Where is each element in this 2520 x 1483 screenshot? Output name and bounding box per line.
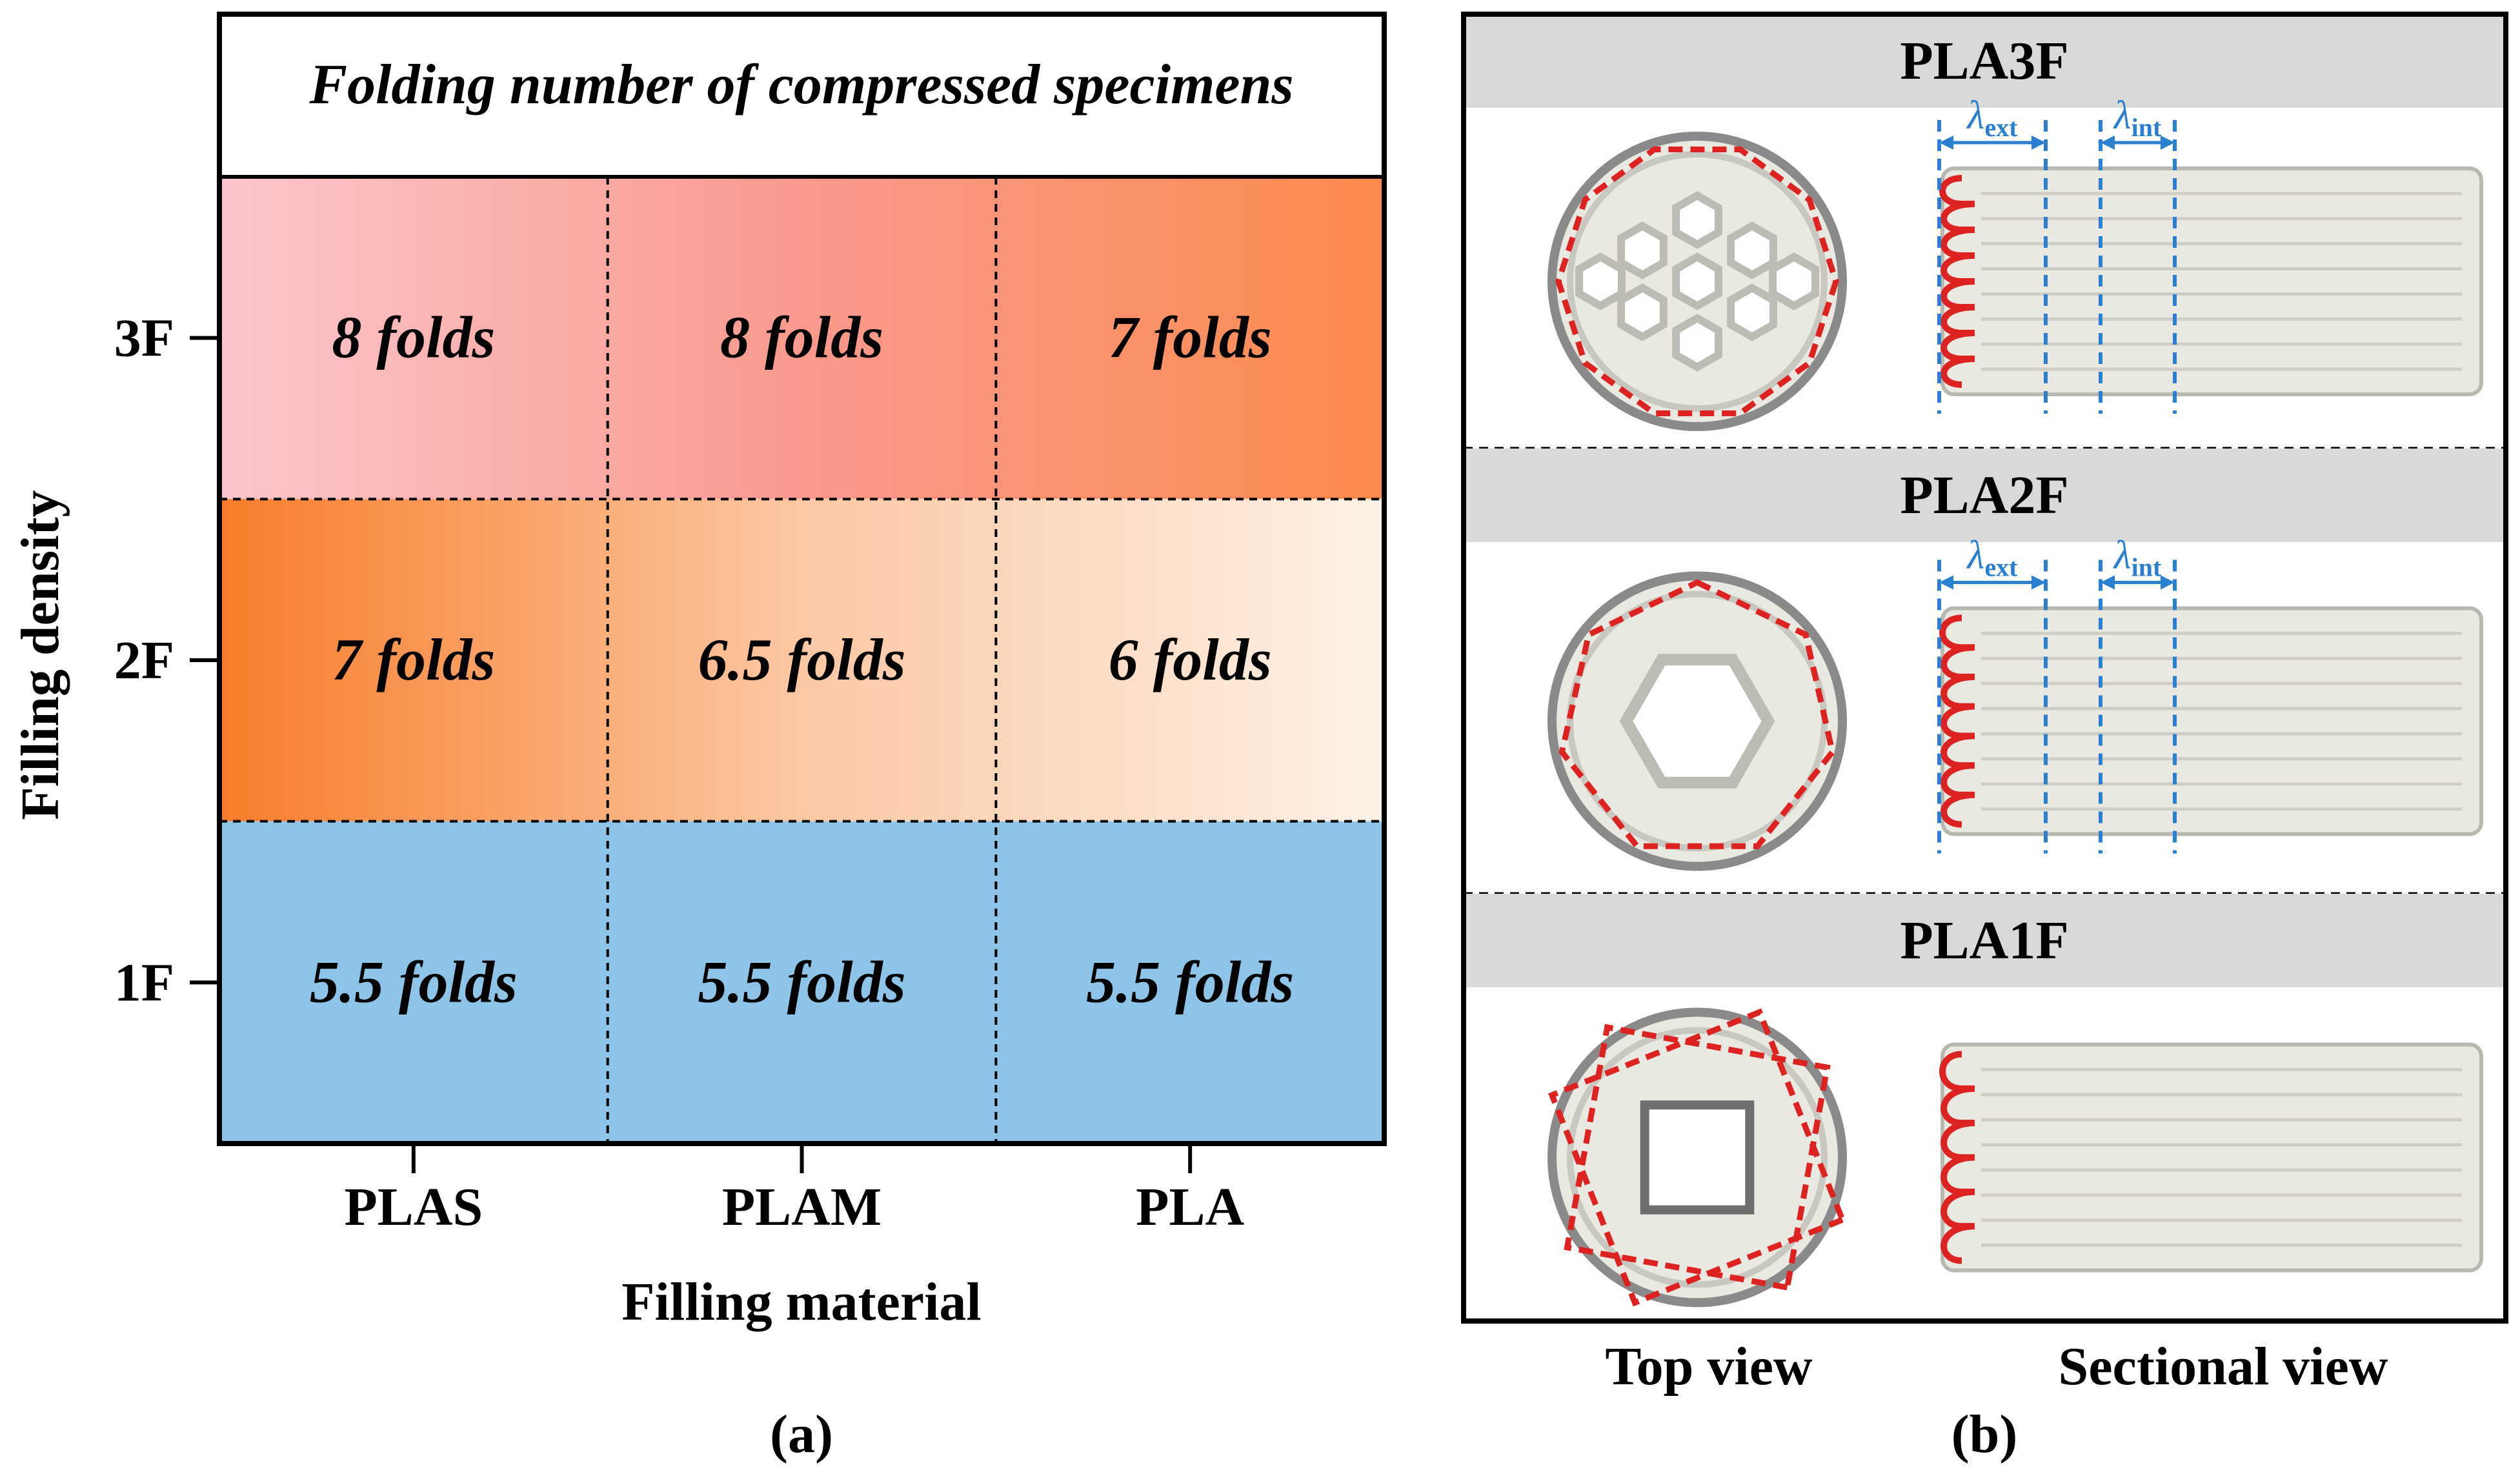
top-view-cell (1672, 191, 1722, 249)
heatmap-grid-lines (219, 177, 1384, 1144)
cell-label-2F-PLA: 6 folds (1109, 627, 1272, 692)
lambda-ext-label: λext (1966, 94, 2019, 142)
cell-label-1F-PLAS: 5.5 folds (310, 949, 518, 1014)
y-axis-label: Filling density (10, 490, 70, 820)
section-header (1464, 894, 2506, 987)
cell-label-1F-PLAM: 5.5 folds (698, 949, 906, 1014)
lambda-int-label: λint (2113, 94, 2162, 142)
lambda-int-label: λint (2113, 534, 2162, 582)
top-view-cell (1617, 283, 1668, 341)
arrowhead (2031, 575, 2046, 590)
section-title: PLA1F (1900, 911, 2068, 971)
red-fold-trace (1939, 1051, 1975, 1264)
x-axis-label: Filling material (621, 1272, 982, 1332)
arrowhead (2161, 136, 2175, 150)
specimen-section-PLA2F: PLA2F λext λint (1464, 449, 2506, 896)
heatmap-row-2F (219, 499, 1384, 822)
sectional-view-specimen (1940, 1042, 2483, 1273)
x-tick-label-PLAM: PLAM (722, 1177, 882, 1237)
arrowhead (1939, 136, 1953, 150)
heatmap-row-3F (219, 177, 1384, 499)
y-tick-label-1F: 1F (114, 953, 174, 1013)
heatmap-axis-ticks: 3F 2F 1F PLAS PLAM PLA (114, 308, 1245, 1237)
top-view-cell (1617, 221, 1668, 279)
top-view-inner-ring (1567, 1027, 1828, 1288)
y-tick-label-2F: 2F (114, 631, 174, 691)
sectional-view-specimen (1940, 606, 2483, 836)
section-header (1464, 449, 2506, 542)
top-view-cell (1727, 283, 1777, 341)
arrowhead (1939, 575, 1953, 590)
arrowhead (2161, 575, 2175, 590)
outline-dashed-heptagon (1558, 579, 1836, 849)
heatmap-cell-labels: 8 folds 8 folds 7 folds 7 folds 6.5 folds 6 f… (310, 305, 1294, 1015)
panel-a-label: (a) (770, 1404, 833, 1464)
top-view-center-hole (1640, 1100, 1755, 1215)
top-view-cell (1727, 221, 1777, 279)
heatmap-cells (219, 177, 1384, 1144)
plot-frame (217, 12, 1387, 1146)
heatmap-row-1F (219, 821, 1384, 1144)
section-title: PLA2F (1900, 465, 2068, 525)
panel-b-label: (b) (1951, 1404, 2018, 1464)
cell-label-2F-PLAS: 7 folds (332, 627, 495, 692)
top-view-cell (1672, 252, 1722, 310)
cell-label-3F-PLA: 7 folds (1109, 305, 1272, 370)
top-view-cell (1575, 252, 1626, 310)
red-fold-trace (1939, 614, 1975, 828)
chart-title: Folding number of compressed specimens (308, 54, 1293, 116)
top-view-label: Top view (1605, 1337, 1813, 1397)
red-fold-trace (1939, 175, 1975, 388)
cell-label-3F-PLAM: 8 folds (720, 305, 883, 370)
specimen-section-PLA1F: PLA1F (1464, 894, 2506, 1307)
top-view-cell (1672, 314, 1722, 372)
arrowhead (2101, 575, 2115, 590)
top-view-center-hole (1619, 654, 1775, 789)
y-tick-label-3F: 3F (114, 308, 174, 368)
chart-title-box (219, 14, 1384, 177)
sectional-view-label: Sectional view (2059, 1337, 2388, 1397)
top-view-inner-ring (1567, 151, 1828, 412)
outline-dashed-square-a (1564, 1024, 1831, 1291)
sectional-view-specimen (1940, 166, 2483, 396)
cell-label-1F-PLA: 5.5 folds (1086, 949, 1294, 1014)
x-tick-label-PLAS: PLAS (344, 1177, 483, 1237)
arrowhead (2101, 136, 2115, 150)
arrowhead (2031, 136, 2046, 150)
cell-label-3F-PLAS: 8 folds (332, 305, 495, 370)
lambda-ext-label: λext (1966, 534, 2019, 582)
panel-b-frame (1461, 12, 2508, 1324)
section-title: PLA3F (1900, 31, 2068, 91)
top-view-cell (1769, 252, 1819, 310)
section-header (1464, 14, 2506, 108)
heatmap-chart: Folding number of compressed specimens 8… (10, 12, 1387, 1464)
cell-label-2F-PLAM: 6.5 folds (698, 627, 906, 692)
outline-dashed-decagon (1555, 146, 1839, 416)
outline-dashed-square-b (1548, 1008, 1846, 1307)
panel-a-heatmap: Folding number of compressed specimens 8… (10, 12, 1387, 1464)
x-tick-label-PLA: PLA (1136, 1177, 1244, 1237)
